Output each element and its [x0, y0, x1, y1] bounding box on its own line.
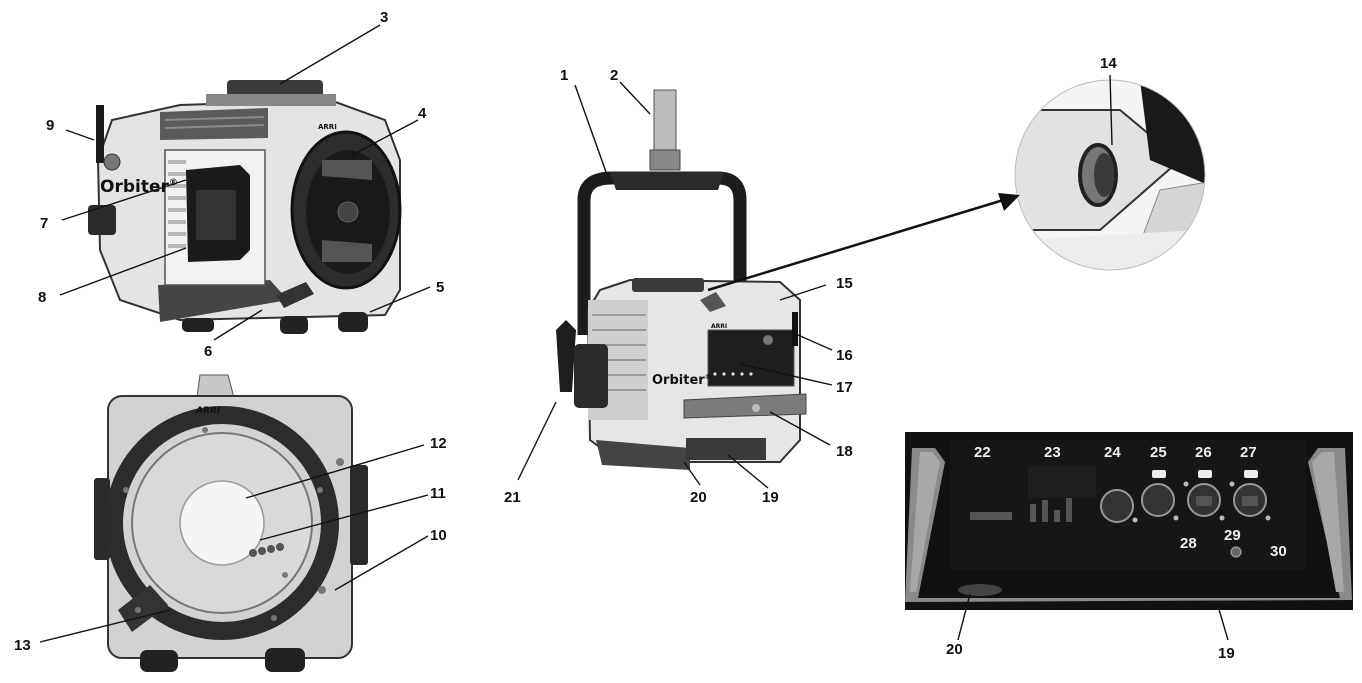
- callout-20-panel: 20: [946, 641, 963, 658]
- antenna: [96, 105, 104, 163]
- callout-4: 4: [418, 105, 427, 122]
- callout-28: 28: [1180, 535, 1197, 552]
- yoke-antenna: [792, 312, 798, 346]
- connector-24: [1100, 489, 1134, 523]
- callout-3: 3: [380, 9, 388, 26]
- callout-19: 19: [762, 489, 779, 506]
- callout-12: 12: [430, 435, 447, 452]
- lock-lever: [276, 282, 314, 308]
- callout-5: 5: [436, 279, 444, 296]
- callout-25: 25: [1150, 444, 1167, 461]
- svg-text:ARRI: ARRI: [711, 323, 727, 330]
- side-view-of-fixture: Orbiter® ARRI: [88, 80, 402, 334]
- callout-2: 2: [610, 67, 618, 84]
- callout-16: 16: [836, 347, 853, 364]
- callout-27: 27: [1240, 444, 1257, 461]
- svg-text:Orbiter®: Orbiter®: [652, 373, 712, 388]
- leader-lines: [39, 24, 1229, 643]
- bottom-grille: [158, 280, 288, 322]
- lens-mount-ring: [105, 406, 339, 640]
- callout-1: 1: [560, 67, 568, 84]
- callout-19-panel: 19: [1218, 645, 1235, 662]
- maker-logo-side: ARRI: [318, 123, 337, 131]
- callout-26: 26: [1195, 444, 1212, 461]
- spigot: [653, 89, 677, 153]
- circular-detail-inset: [1014, 79, 1206, 271]
- callout-24: 24: [1104, 444, 1121, 461]
- maker-logo-rear: ARRI: [195, 406, 221, 416]
- top-grille: [160, 108, 268, 140]
- callout-numbers: 1 2 3 4 5 6 7 8 9 10 11 12 13 14 15 16 1…: [14, 9, 1287, 662]
- callout-10: 10: [430, 527, 447, 544]
- callout-8: 8: [38, 289, 46, 306]
- rear-view-with-lens-mount: ARRI: [94, 374, 368, 672]
- tilt-knob: [556, 320, 576, 392]
- front-handle: [683, 393, 807, 419]
- connector-25: [1141, 483, 1175, 517]
- callout-23: 23: [1044, 444, 1061, 461]
- callout-13: 13: [14, 637, 31, 654]
- connector-panel: [905, 432, 1353, 610]
- center-lens: [179, 480, 265, 566]
- callout-15: 15: [836, 275, 853, 292]
- callout-9: 9: [46, 117, 54, 134]
- fixture-on-yoke: Orbiter® ARRI: [556, 89, 807, 470]
- callout-29: 29: [1224, 527, 1241, 544]
- callout-18: 18: [836, 443, 853, 460]
- callout-7: 7: [40, 215, 48, 232]
- callout-14: 14: [1100, 55, 1117, 72]
- side-knob: [88, 205, 116, 235]
- callout-22: 22: [974, 444, 991, 461]
- callout-6: 6: [204, 343, 212, 360]
- callout-17: 17: [836, 379, 853, 396]
- callout-21: 21: [504, 489, 521, 506]
- control-display: [707, 329, 795, 387]
- callout-20: 20: [690, 489, 707, 506]
- callout-30: 30: [1270, 543, 1287, 560]
- svg-text:Orbiter®: Orbiter®: [100, 177, 178, 197]
- callout-11: 11: [430, 485, 446, 502]
